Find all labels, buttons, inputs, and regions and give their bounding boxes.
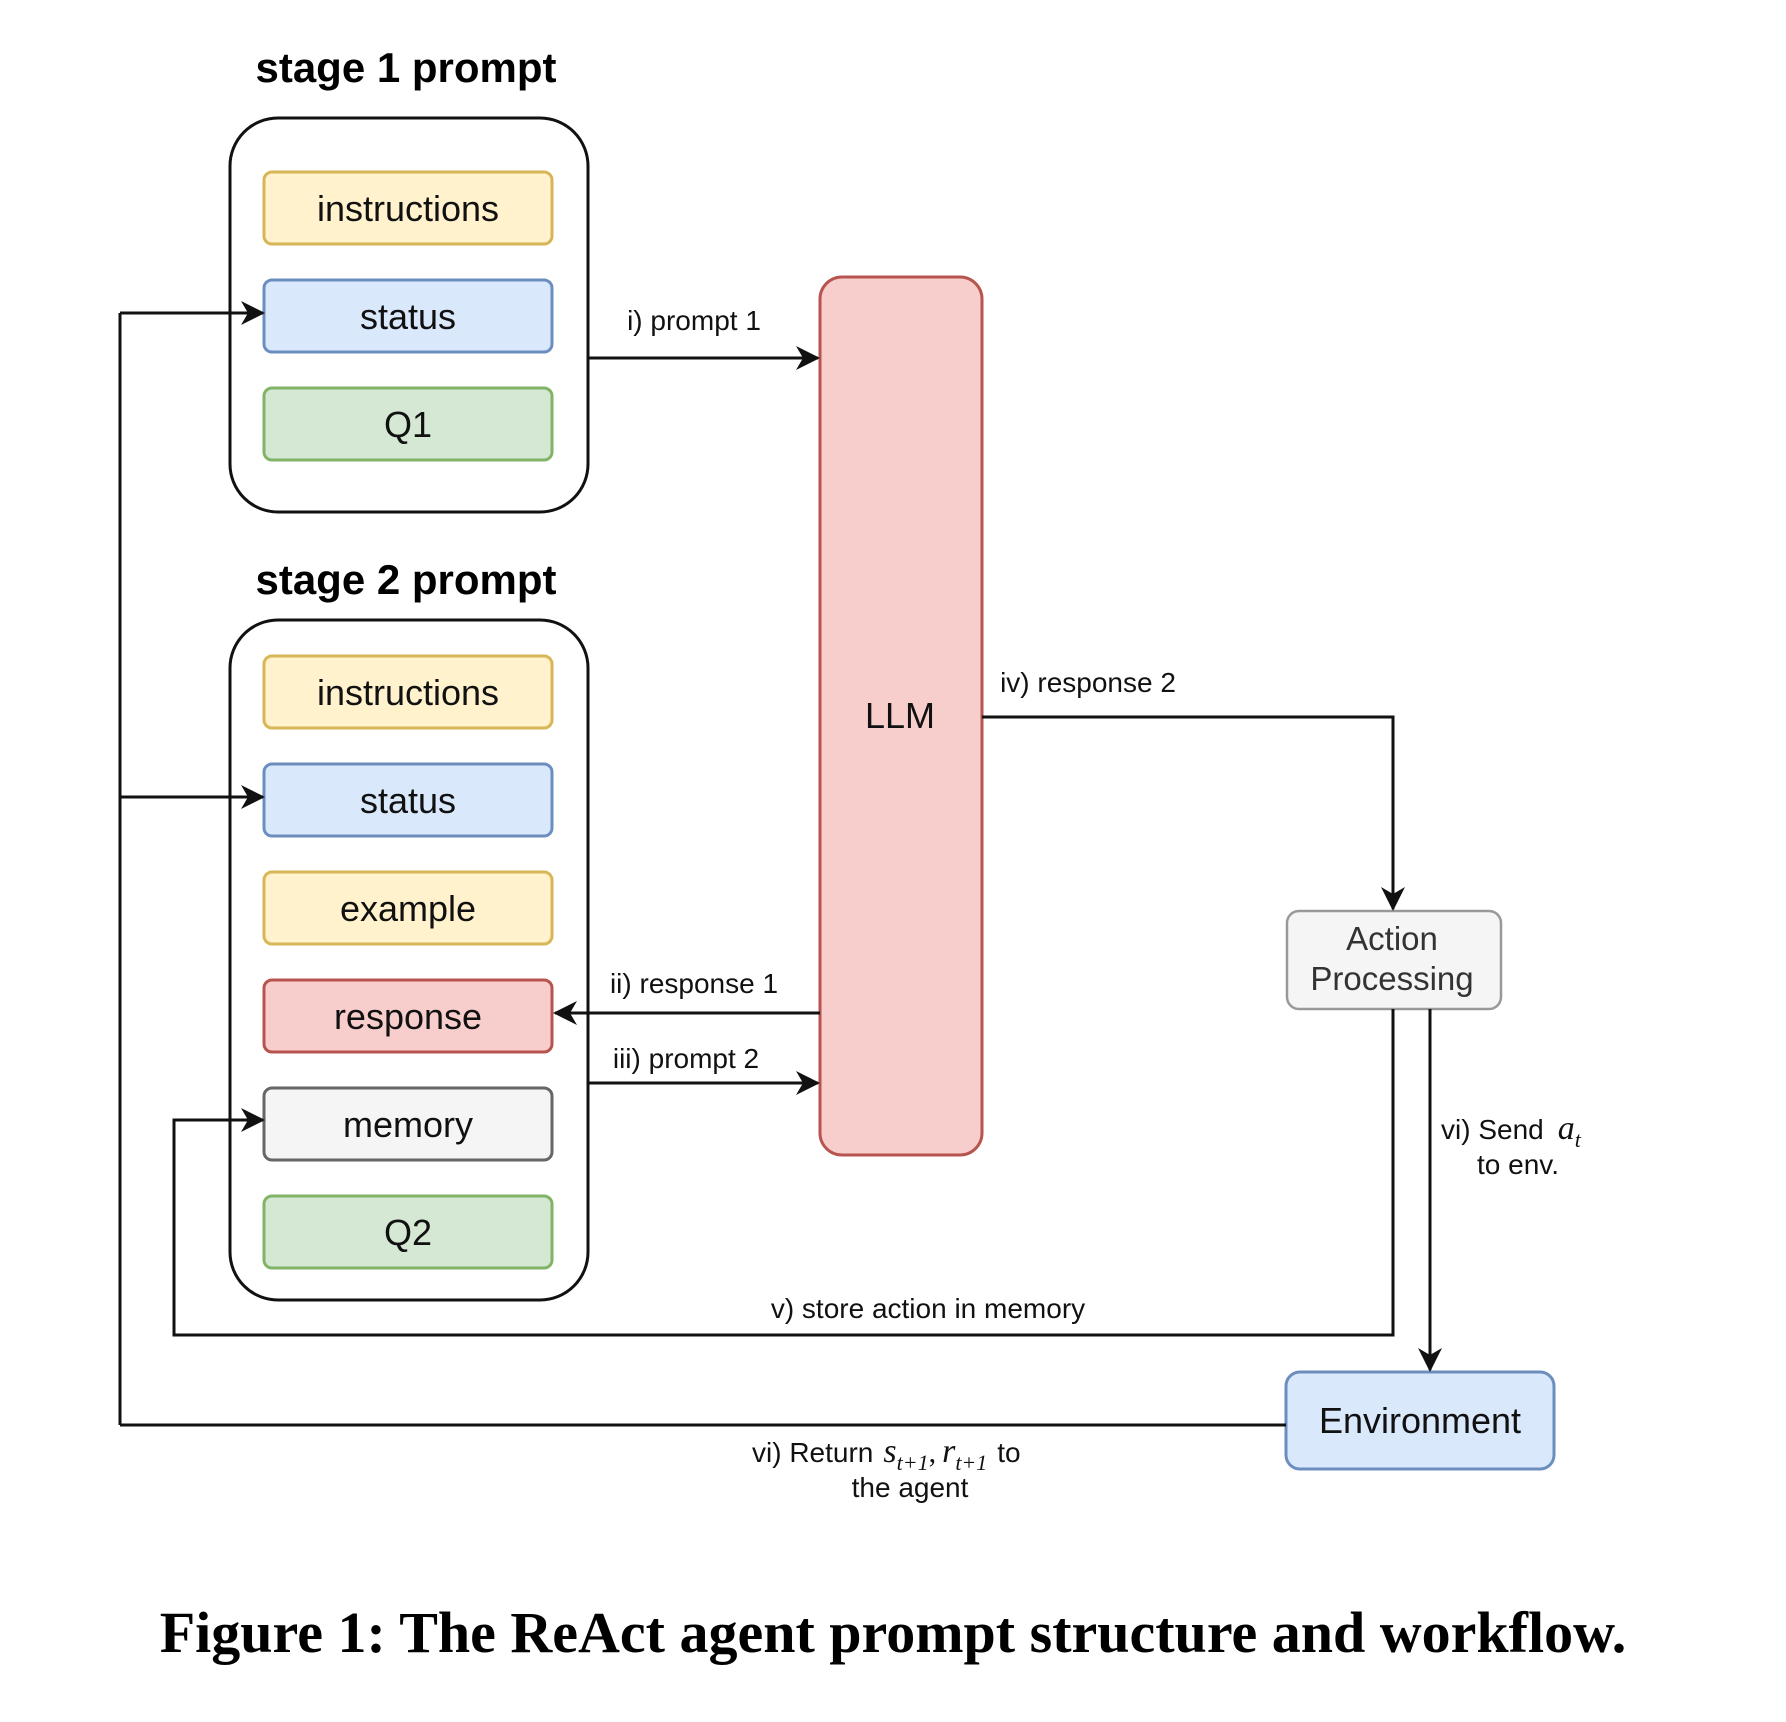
stage2-block-response-label: response: [334, 996, 482, 1037]
edge-response2: [982, 715, 1405, 911]
stage2-block-example: [262, 870, 554, 946]
stage2-block-example-label: example: [340, 888, 476, 929]
stage1-block-status-label: status: [360, 296, 456, 337]
figure-caption: Figure 1: The ReAct agent prompt structu…: [160, 1600, 1627, 1665]
edge-store-memory-label: v) store action in memory: [771, 1293, 1085, 1324]
edge-response1-label: ii) response 1: [610, 968, 778, 999]
edge-return-r: r: [942, 1433, 956, 1470]
edge-prompt1-label: i) prompt 1: [627, 305, 761, 336]
stage2-block-instructions-label: instructions: [317, 672, 499, 713]
environment-block: [1284, 1370, 1556, 1471]
edge-send-math: a: [1558, 1110, 1575, 1147]
edge-send-label-line1: vi) Send at: [1441, 1110, 1582, 1152]
edge-return-suffix: to: [997, 1437, 1020, 1468]
edge-return-comma: ,: [929, 1436, 937, 1469]
environment-label: Environment: [1319, 1400, 1521, 1441]
stage1-title: stage 1 prompt: [255, 44, 556, 91]
edge-return-s-sub: t+1: [897, 1450, 929, 1475]
edge-prompt2-label: iii) prompt 2: [613, 1043, 759, 1074]
edge-store-memory: [172, 1009, 1395, 1337]
edge-response2-label: iv) response 2: [1000, 667, 1176, 698]
action-processing-label-line1: Action: [1346, 920, 1438, 957]
stage2-block-q2-label: Q2: [384, 1212, 432, 1253]
edge-send-label-line2: to env.: [1477, 1149, 1559, 1180]
edge-return-r-sub: t+1: [955, 1450, 987, 1475]
edge-return-label-line2: the agent: [852, 1472, 969, 1503]
stage1-block-instructions-label: instructions: [317, 188, 499, 229]
edge-return-prefix: vi) Return: [752, 1437, 873, 1468]
edge-return-s: s: [883, 1433, 896, 1470]
stage2-block-response: [262, 978, 554, 1054]
stage1-block-instructions: [262, 170, 554, 246]
stage2-block-q2: [262, 1194, 554, 1270]
edge-send-prefix: vi) Send: [1441, 1114, 1544, 1145]
action-processing-label-line2: Processing: [1310, 960, 1473, 997]
stage2-block-memory-label: memory: [343, 1104, 473, 1145]
stage2-block-instructions: [262, 654, 554, 730]
stage2-block-status-label: status: [360, 780, 456, 821]
llm-label: LLM: [865, 695, 935, 736]
edge-send-math-sub: t: [1575, 1127, 1582, 1152]
stage1-block-q1-label: Q1: [384, 404, 432, 445]
stage2-title: stage 2 prompt: [255, 556, 556, 603]
stage1-block-q1: [262, 386, 554, 462]
